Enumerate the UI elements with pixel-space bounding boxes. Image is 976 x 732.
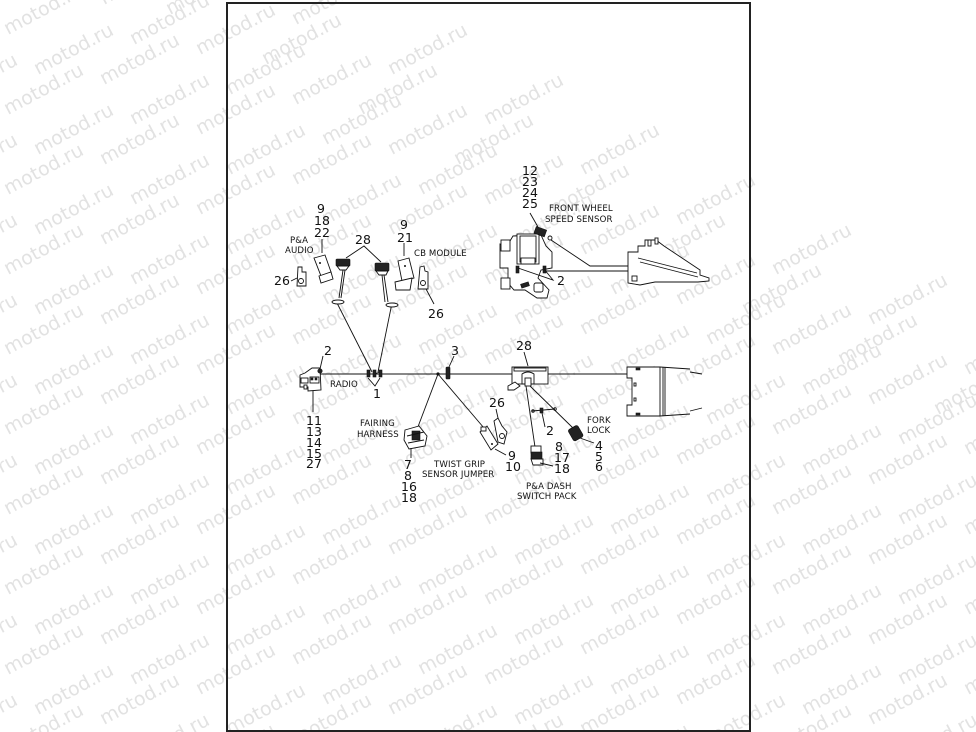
callout-28-top: 28 (355, 232, 371, 247)
fork-lock-connector (568, 425, 595, 444)
fairing-harness-connector (403, 425, 428, 458)
callout-cb-bracket: 26 (428, 306, 444, 321)
callout-radio-4: 15 (306, 446, 322, 461)
callout-fairing-2: 8 (404, 468, 412, 483)
callout-pa-audio-2: 18 (314, 213, 330, 228)
label-twist-grip: SENSOR JUMPER (422, 470, 494, 480)
label-front-wheel: SPEED SENSOR (545, 215, 613, 225)
callout-pa-audio-bracket: 26 (274, 273, 290, 288)
label-twist-grip: TWIST GRIP (433, 460, 485, 470)
callout-radio-2: 13 (306, 424, 322, 439)
label-fork-lock: FORK (587, 416, 611, 426)
callout-front-wheel-2: 23 (522, 174, 538, 189)
callout-front-wheel-3: 24 (522, 185, 538, 200)
radio-connector (299, 355, 324, 412)
callout-cb-1: 9 (400, 217, 408, 232)
dash-connector-housing (507, 351, 574, 448)
callout-twist-1: 9 (508, 448, 516, 463)
pa-audio-connector (290, 239, 351, 305)
callout-junction-1: 1 (373, 386, 381, 401)
label-cb-module: CB MODULE (414, 249, 467, 259)
callout-radio-1: 11 (306, 413, 322, 428)
callout-fork-2: 5 (595, 449, 603, 464)
callout-fairing-4: 18 (401, 490, 417, 505)
callout-cb-2: 21 (397, 230, 413, 245)
page-frame (226, 2, 751, 732)
callout-switch-2: 17 (554, 450, 570, 465)
twist-grip-connector (479, 408, 508, 456)
callout-fairing-1: 7 (404, 457, 412, 472)
callout-switch-3: 18 (554, 461, 570, 476)
callout-junction-3: 3 (451, 343, 459, 358)
callout-fairing-3: 16 (401, 479, 417, 494)
callout-twist-bracket: 26 (489, 395, 505, 410)
callout-fork-3: 6 (595, 459, 603, 474)
triple-clamp (600, 366, 703, 417)
callout-fork-1: 4 (595, 438, 603, 453)
callout-pa-audio-1: 9 (317, 201, 325, 216)
label-switch-pack: P&A DASH (526, 482, 572, 492)
callout-front-wheel-4: 25 (522, 196, 538, 211)
label-pa-audio: P&A (290, 236, 308, 246)
label-fork-lock: LOCK (587, 426, 611, 436)
label-switch-pack: SWITCH PACK (517, 492, 577, 502)
label-pa-audio: AUDIO (285, 246, 314, 256)
front-wheel-assembly (499, 212, 710, 299)
callout-twist-2: 10 (505, 459, 521, 474)
label-front-wheel: FRONT WHEEL (549, 204, 613, 214)
callout-pa-audio-3: 22 (314, 225, 330, 240)
callout-radio-3: 14 (306, 435, 322, 450)
callout-front-wheel-1: 12 (522, 163, 538, 178)
cb-module-connector (345, 243, 435, 308)
callout-switch-clip: 2 (546, 423, 554, 438)
label-fairing-harness: FAIRING (360, 419, 395, 429)
callout-radio-5: 27 (306, 456, 322, 471)
label-fairing-harness: HARNESS (357, 430, 399, 440)
callout-radio-top: 2 (324, 343, 332, 358)
label-radio: RADIO (330, 380, 358, 390)
callout-switch-1: 8 (555, 439, 563, 454)
callout-front-bracket: 2 (557, 273, 565, 288)
callout-28-mid: 28 (516, 338, 532, 353)
switch-pack-connector (530, 445, 554, 467)
main-harness (318, 302, 630, 433)
